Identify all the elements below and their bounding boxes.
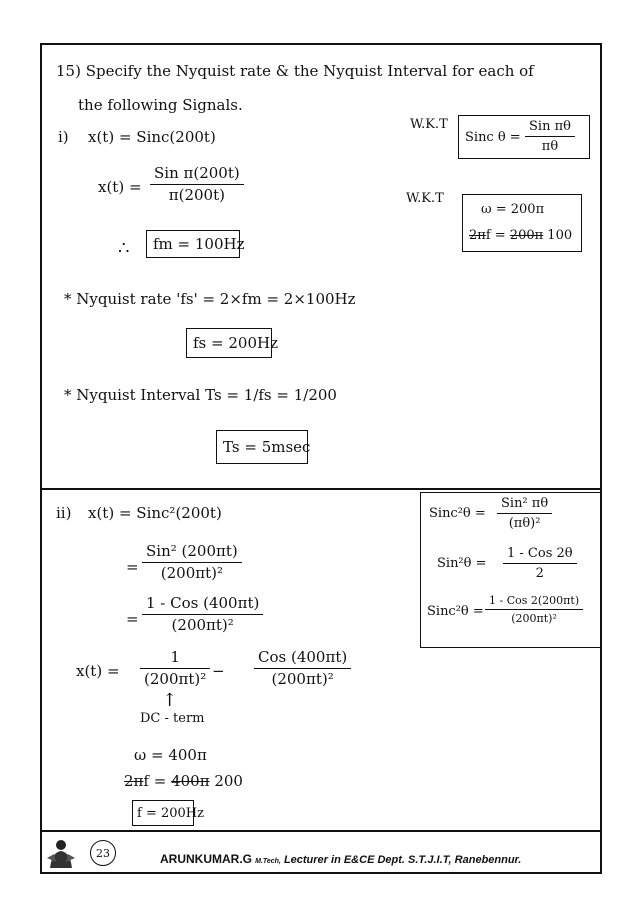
fm-result-box: fm = 100Hz: [146, 230, 245, 258]
problem-title-line1: 15) Specify the Nyquist rate & the Nyqui…: [56, 62, 534, 80]
omega-box: ω = 200π 2πf = 200π 100: [462, 194, 582, 252]
dc-term-label: DC - term: [140, 711, 205, 726]
part2-two-pi-f-line: 2πf = 400π 200: [124, 774, 243, 789]
therefore-symbol: ∴: [118, 238, 130, 259]
two-pi-struck: 2π: [469, 228, 486, 243]
two-pi-f-line: 2πf = 200π 100: [469, 229, 572, 242]
nyquist-rate-line: * Nyquist rate 'fs' = 2×fm = 2×100Hz: [64, 290, 356, 308]
term1-numerator: 1: [170, 648, 180, 666]
step1-equals: =: [126, 558, 139, 576]
part1-xt-denominator: π(200t): [150, 184, 244, 203]
two-pi-f-value: 100: [547, 228, 573, 243]
wkt-label-1: W.K.T: [410, 117, 448, 132]
identity3-denominator: (200πt)²: [485, 609, 584, 624]
fs-result-box: fs = 200Hz: [186, 328, 278, 358]
term1-denominator: (200πt)²: [140, 668, 211, 687]
part1-xt-numerator: Sin π(200t): [154, 164, 240, 182]
identity3-fraction: 1 - Cos 2(200πt) (200πt)²: [485, 594, 584, 624]
step2-numerator: 1 - Cos (400πt): [146, 594, 260, 612]
step1-denominator: (200πt)²: [142, 562, 242, 581]
part1-xt-fraction: Sin π(200t) π(200t): [150, 166, 244, 203]
identity2-numerator: 1 - Cos 2θ: [507, 546, 573, 561]
part2-two-pi-f-value: 200: [214, 772, 243, 790]
author-logo-icon: [44, 836, 78, 870]
fs-result: fs = 200Hz: [193, 334, 278, 352]
part2-xt-lhs: x(t) =: [76, 662, 120, 680]
footer-divider: [40, 830, 602, 832]
f-result-box: f = 200Hz: [132, 800, 204, 826]
term2-numerator: Cos (400πt): [258, 648, 348, 666]
step1-fraction: Sin² (200πt) (200πt)²: [142, 544, 242, 581]
page-number: 23: [90, 840, 116, 866]
part2-two-pi-f-mid: f =: [143, 772, 172, 790]
sinc-def-numerator: Sin πθ: [529, 119, 571, 134]
dc-arrow: ↑: [162, 690, 178, 711]
author-name: ARUNKUMAR.G: [160, 852, 252, 866]
identity1-fraction: Sin² πθ (πθ)²: [497, 496, 553, 530]
step1-numerator: Sin² (200πt): [146, 542, 238, 560]
omega-value: ω = 200π: [481, 202, 545, 217]
page-frame: [40, 43, 602, 874]
identity2-denominator: 2: [503, 563, 577, 580]
footer-credit: ARUNKUMAR.G M.Tech, Lecturer in E&CE Dep…: [160, 852, 521, 866]
part1-xt-lhs: x(t) =: [98, 178, 142, 196]
part2-two-pi-f-struck: 400π: [171, 772, 210, 790]
two-pi-f-struck: 200π: [509, 228, 544, 243]
part1-label: i): [58, 128, 69, 146]
section-divider: [40, 488, 602, 490]
part2-equation: x(t) = Sinc²(200t): [88, 504, 222, 522]
identity1-lhs: Sinc²θ =: [429, 506, 486, 521]
term1-fraction: 1 (200πt)²: [140, 648, 211, 687]
identity1-denominator: (πθ)²: [497, 513, 553, 530]
identity2-fraction: 1 - Cos 2θ 2: [503, 547, 577, 580]
wkt-label-2: W.K.T: [406, 191, 444, 206]
part2-two-pi-struck: 2π: [124, 772, 144, 790]
sinc-def-fraction: Sin πθ πθ: [525, 120, 575, 153]
identity1-numerator: Sin² πθ: [501, 496, 549, 511]
identity2-lhs: Sin²θ =: [437, 556, 487, 571]
part2-label: ii): [56, 504, 72, 522]
identities-box: Sinc²θ = Sin² πθ (πθ)² Sin²θ = 1 - Cos 2…: [420, 492, 602, 648]
term2-denominator: (200πt)²: [254, 668, 352, 687]
term2-fraction: Cos (400πt) (200πt)²: [254, 648, 352, 687]
ts-result-box: Ts = 5msec: [216, 430, 311, 464]
part2-omega: ω = 400π: [134, 746, 207, 764]
minus-sign: −: [212, 662, 225, 680]
problem-title-line2: the following Signals.: [78, 96, 243, 114]
ts-result: Ts = 5msec: [223, 438, 311, 456]
two-pi-f-mid: f =: [485, 228, 510, 243]
identity3-lhs: Sinc²θ =: [427, 604, 484, 619]
sinc-def-lhs: Sinc θ =: [465, 130, 521, 145]
step2-fraction: 1 - Cos (400πt) (200πt)²: [142, 594, 264, 633]
step2-equals: =: [126, 610, 139, 628]
part1-equation: x(t) = Sinc(200t): [88, 128, 216, 146]
author-degree: M.Tech,: [255, 858, 281, 865]
identity3-numerator: 1 - Cos 2(200πt): [489, 594, 580, 607]
f-result: f = 200Hz: [137, 806, 204, 821]
sinc-def-denominator: πθ: [525, 136, 575, 153]
fm-result: fm = 100Hz: [153, 235, 245, 253]
step2-denominator: (200πt)²: [142, 614, 264, 633]
author-affiliation: Lecturer in E&CE Dept. S.T.J.I.T, Ranebe…: [283, 854, 522, 866]
sinc-definition-box: Sinc θ = Sin πθ πθ: [458, 115, 590, 159]
nyquist-interval-line: * Nyquist Interval Ts = 1/fs = 1/200: [64, 386, 337, 404]
